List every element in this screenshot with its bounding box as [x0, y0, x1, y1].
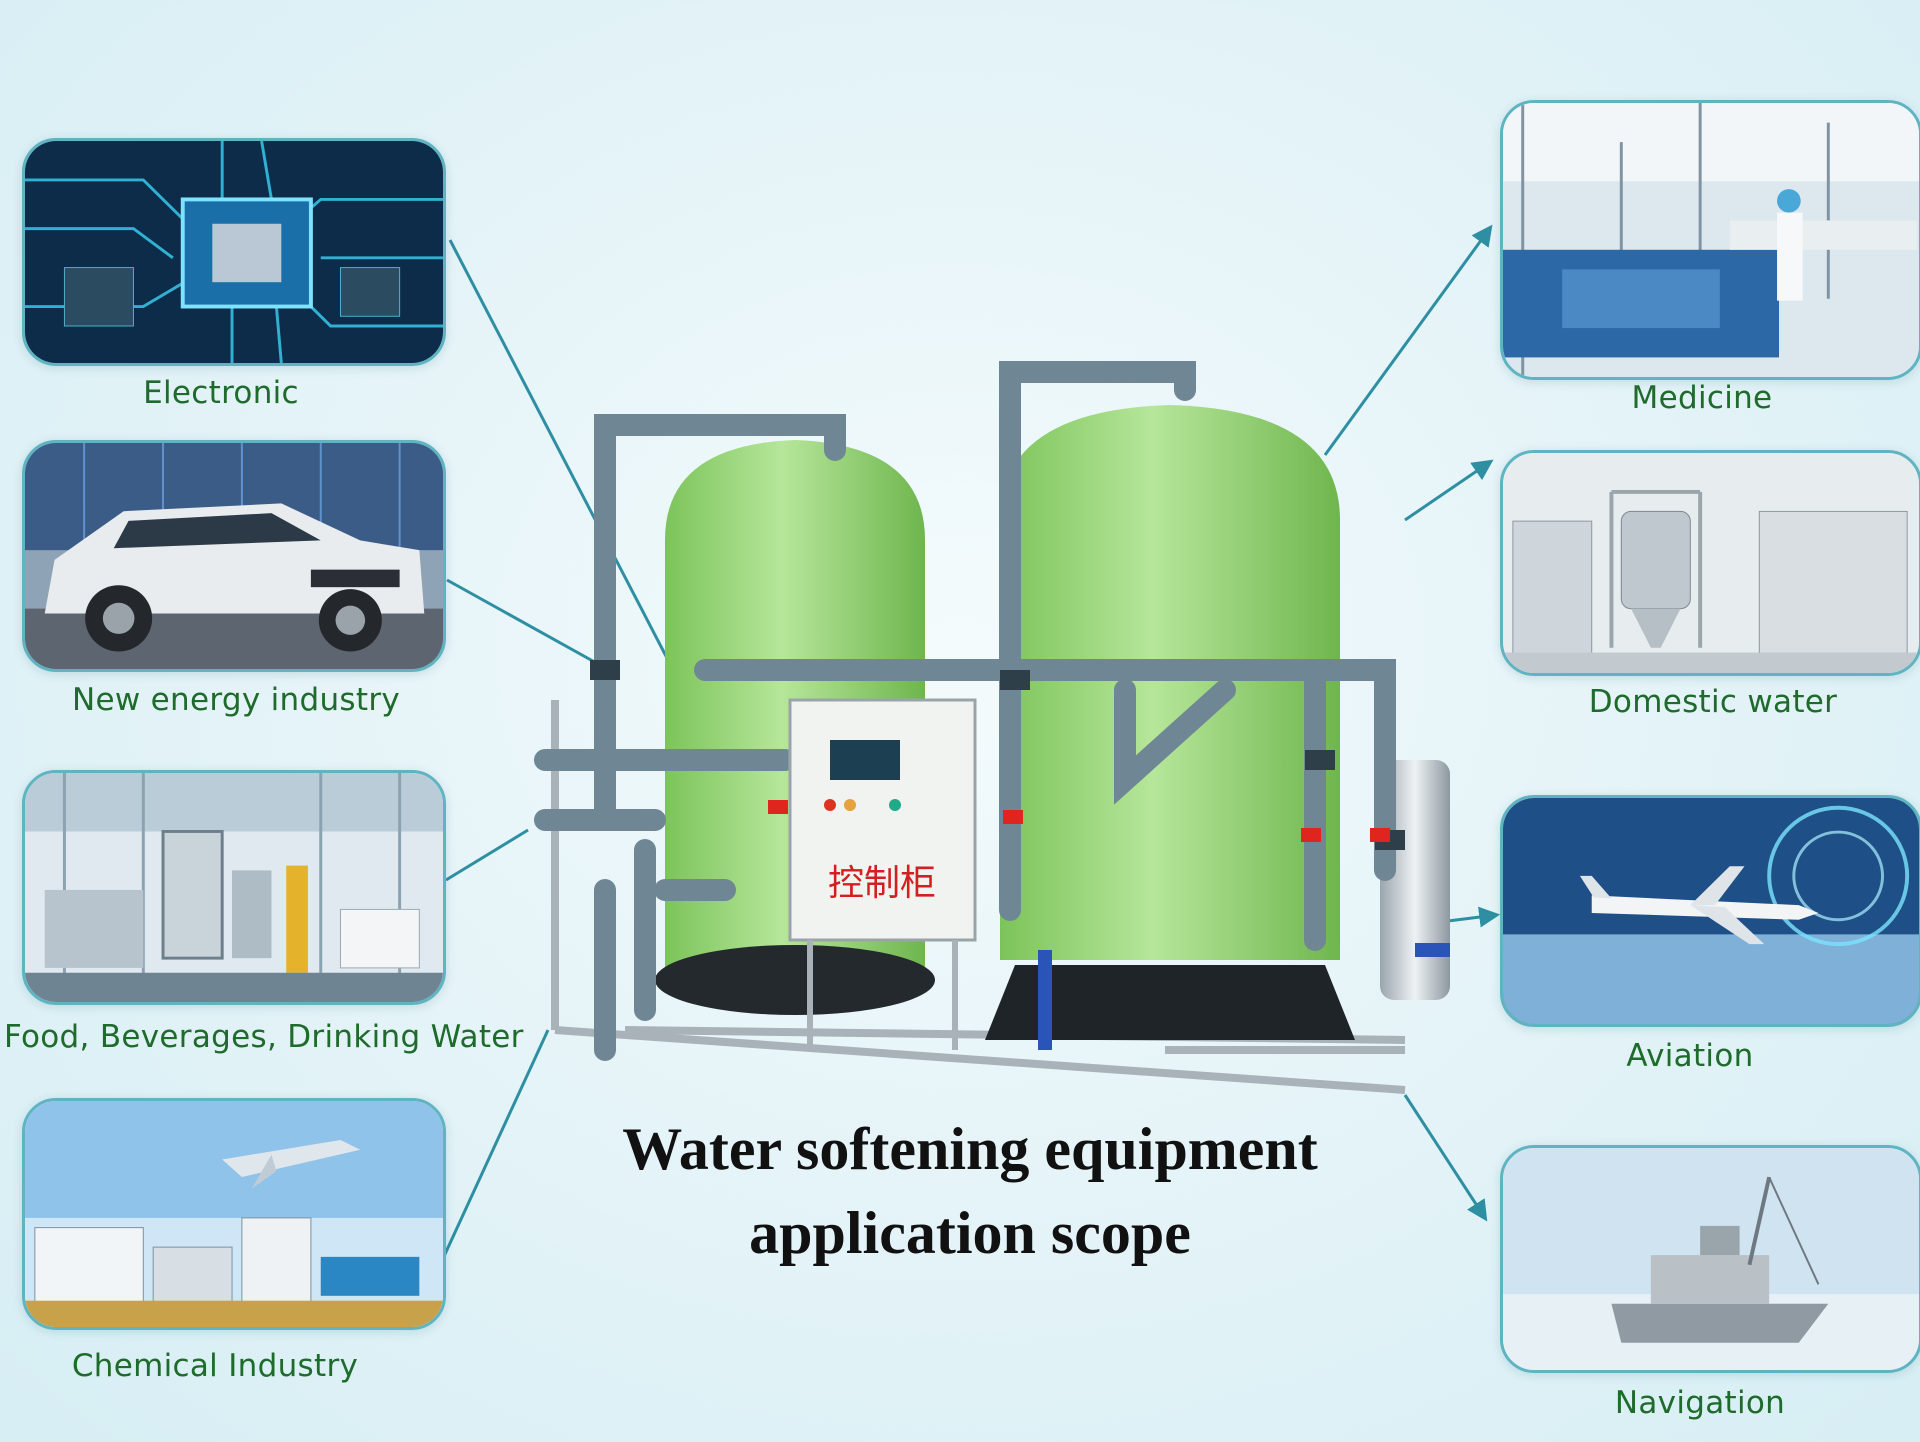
- medicine-panel: [1500, 100, 1920, 380]
- title-line-2: application scope: [749, 1200, 1191, 1266]
- brine-tank: [1380, 760, 1450, 1000]
- aviation-label: Aviation: [1626, 1038, 1754, 1074]
- processing-equipment-icon: [1503, 453, 1919, 673]
- food-panel: [22, 770, 446, 1005]
- airplane-icon: [1503, 798, 1919, 1024]
- aviation-panel: [1500, 795, 1920, 1027]
- pharma-lab-icon: [1503, 103, 1919, 377]
- chemical-plant-icon: [25, 1101, 443, 1327]
- electronic-label: Electronic: [143, 375, 299, 411]
- new-energy-panel: [22, 440, 446, 672]
- domestic-water-label: Domestic water: [1588, 684, 1838, 720]
- navigation-panel: [1500, 1145, 1920, 1373]
- chemical-panel: [22, 1098, 446, 1330]
- page-title: Water softening equipment application sc…: [540, 1107, 1400, 1275]
- control-cabinet-label: 控制柜: [828, 863, 936, 904]
- electric-car-icon: [25, 443, 443, 669]
- bottling-plant-icon: [25, 773, 443, 1002]
- circuit-chip-icon: [25, 141, 443, 363]
- ship-icon: [1503, 1148, 1919, 1370]
- new-energy-label: New energy industry: [71, 682, 401, 718]
- title-line-1: Water softening equipment: [622, 1116, 1318, 1182]
- water-softener-illustration: 控制柜: [534, 361, 1450, 1094]
- domestic-water-panel: [1500, 450, 1920, 676]
- navigation-label: Navigation: [1614, 1385, 1786, 1421]
- chemical-label: Chemical Industry: [71, 1348, 359, 1384]
- right-resin-tank: [1000, 405, 1340, 960]
- food-label: Food, Beverages, Drinking Water: [4, 1019, 524, 1055]
- control-cabinet: 控制柜: [788, 698, 977, 1050]
- medicine-label: Medicine: [1631, 380, 1773, 416]
- electronic-panel: [22, 138, 446, 366]
